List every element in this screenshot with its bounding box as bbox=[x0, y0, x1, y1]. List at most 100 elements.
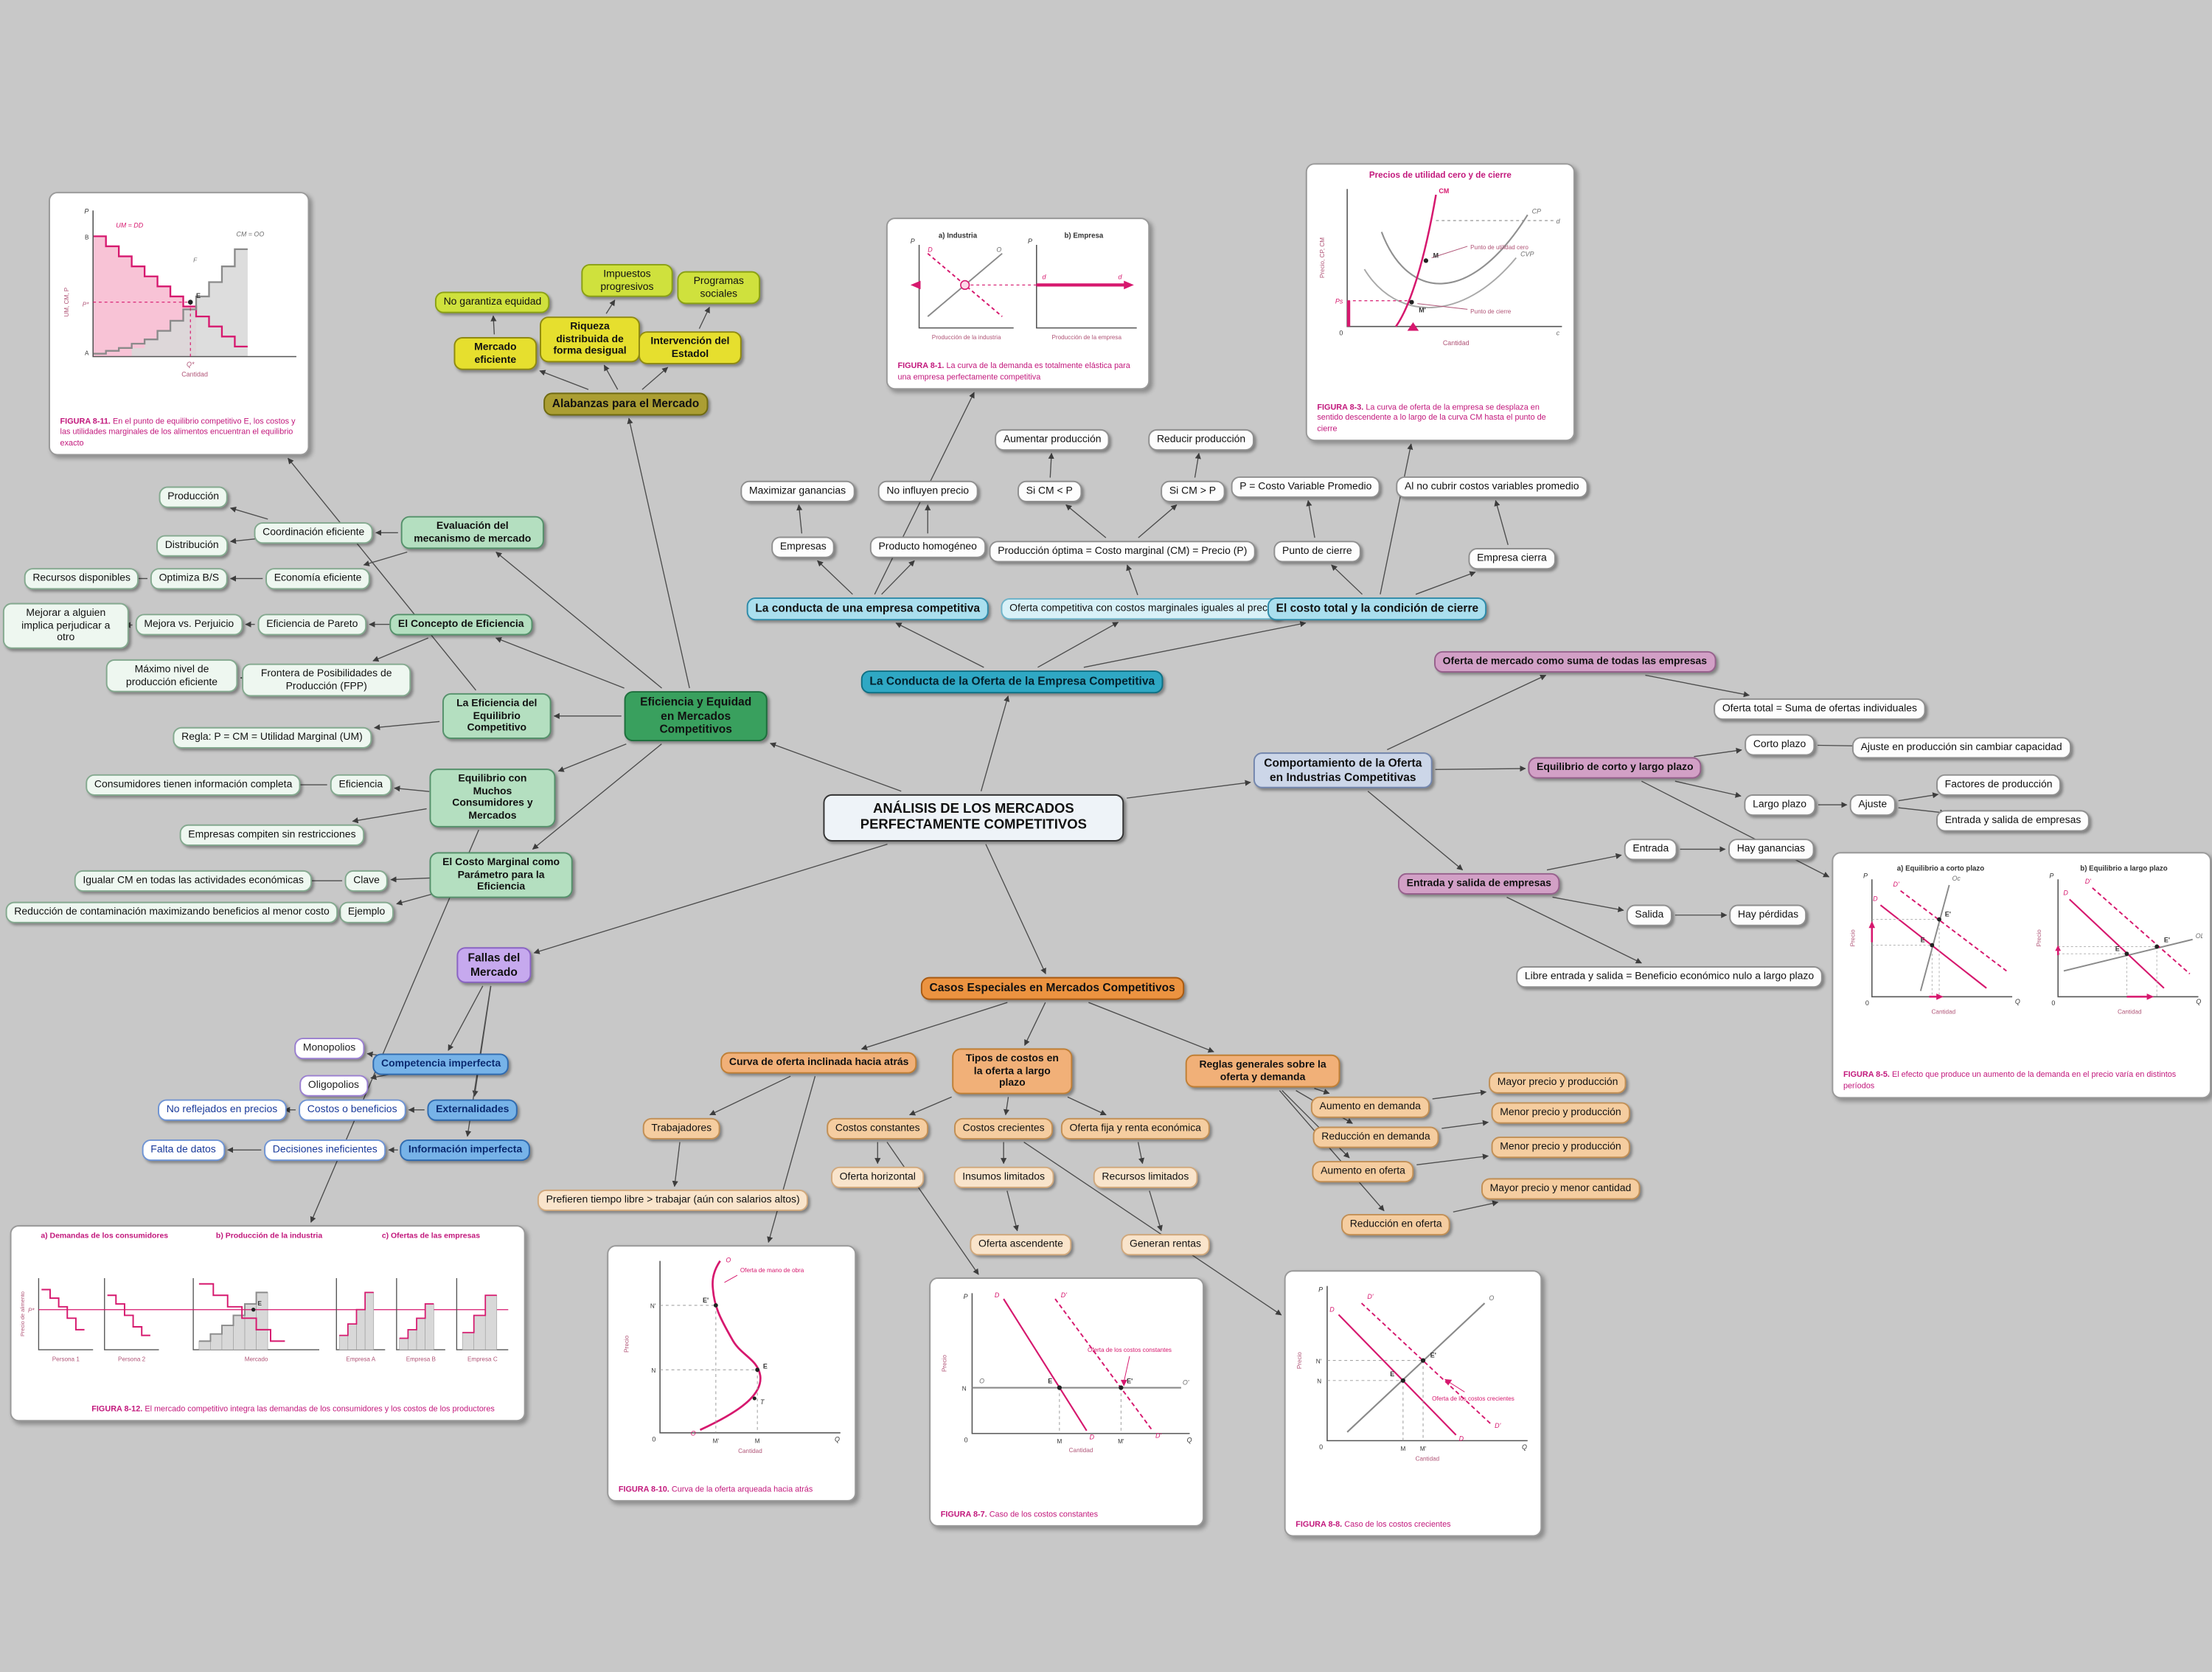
igualar-cm[interactable]: Igualar CM en todas las actividades econ… bbox=[74, 870, 313, 892]
eficiencia-equilibrio[interactable]: La Eficiencia del Equilibrio Competitivo bbox=[442, 693, 552, 739]
libre-entrada-salida[interactable]: Libre entrada y salida = Beneficio econó… bbox=[1516, 966, 1823, 988]
frontera-fpp[interactable]: Frontera de Posibilidades de Producción … bbox=[242, 663, 411, 697]
externalidades[interactable]: Externalidades bbox=[427, 1099, 518, 1121]
mejorar-a-alguien[interactable]: Mejorar a alguien implica perjudicar a o… bbox=[2, 603, 129, 649]
fallas-mercado[interactable]: Fallas del Mercado bbox=[456, 947, 532, 984]
oferta-fija-renta[interactable]: Oferta fija y renta económica bbox=[1060, 1117, 1210, 1139]
costos-constantes[interactable]: Costos constantes bbox=[827, 1117, 929, 1139]
riqueza-desigual[interactable]: Riqueza distribuida de forma desigual bbox=[540, 316, 640, 363]
producto-homogeneo[interactable]: Producto homogéneo bbox=[869, 536, 986, 558]
salida[interactable]: Salida bbox=[1626, 904, 1672, 926]
reduccion-oferta[interactable]: Reducción en oferta bbox=[1341, 1213, 1451, 1235]
coordinacion-eficiente[interactable]: Coordinación eficiente bbox=[254, 522, 373, 544]
economia-eficiente[interactable]: Economía eficiente bbox=[265, 568, 371, 589]
mayor-precio-produccion[interactable]: Mayor precio y producción bbox=[1489, 1072, 1627, 1094]
programas-sociales[interactable]: Programas sociales bbox=[677, 271, 761, 305]
recursos-limitados[interactable]: Recursos limitados bbox=[1093, 1166, 1197, 1188]
eficiencia-equidad[interactable]: Eficiencia y Equidad en Mercados Competi… bbox=[624, 691, 768, 741]
costo-total-cierre[interactable]: El costo total y la condición de cierre bbox=[1267, 597, 1487, 620]
ajuste[interactable]: Ajuste bbox=[1849, 794, 1896, 816]
produccion[interactable]: Producción bbox=[159, 486, 228, 507]
mayor-precio-menor-cantidad[interactable]: Mayor precio y menor cantidad bbox=[1481, 1178, 1640, 1199]
ejemplo[interactable]: Ejemplo bbox=[339, 901, 394, 923]
maximo-produccion[interactable]: Máximo nivel de producción eficiente bbox=[105, 659, 238, 693]
menor-precio-produccion[interactable]: Menor precio y producción bbox=[1491, 1102, 1630, 1123]
equilibrio-muchos[interactable]: Equilibrio con Muchos Consumidores y Mer… bbox=[429, 769, 556, 827]
clave[interactable]: Clave bbox=[344, 870, 389, 892]
tipos-costos-largo-plazo[interactable]: Tipos de costos en la oferta a largo pla… bbox=[952, 1048, 1073, 1095]
intervencion-estado[interactable]: Intervención del Estadol bbox=[638, 331, 742, 365]
competencia-imperfecta[interactable]: Competencia imperfecta bbox=[372, 1053, 509, 1075]
optimiza-bs[interactable]: Optimiza B/S bbox=[150, 568, 228, 589]
insumos-limitados[interactable]: Insumos limitados bbox=[953, 1166, 1054, 1188]
reglas-generales[interactable]: Reglas generales sobre la oferta y deman… bbox=[1185, 1054, 1340, 1088]
no-influyen-precio[interactable]: No influyen precio bbox=[877, 480, 978, 502]
oferta-competitiva-cm[interactable]: Oferta competitiva con costos marginales… bbox=[1001, 598, 1284, 620]
empresa-cierra[interactable]: Empresa cierra bbox=[1468, 548, 1556, 569]
corto-plazo[interactable]: Corto plazo bbox=[1745, 734, 1815, 755]
regla-p-cm-um[interactable]: Regla: P = CM = Utilidad Marginal (UM) bbox=[173, 726, 372, 749]
si-cm-mayor-p[interactable]: Si CM > P bbox=[1161, 480, 1225, 502]
concepto-eficiencia[interactable]: El Concepto de Eficiencia bbox=[389, 614, 533, 635]
oferta-ascendente[interactable]: Oferta ascendente bbox=[970, 1234, 1072, 1255]
punto-de-cierre[interactable]: Punto de cierre bbox=[1273, 541, 1361, 562]
prefieren-tiempo-libre[interactable]: Prefieren tiempo libre > trabajar (aún c… bbox=[537, 1189, 809, 1211]
conducta-empresa-competitiva[interactable]: La conducta de una empresa competitiva bbox=[746, 597, 989, 620]
alabanzas-mercado[interactable]: Alabanzas para el Mercado bbox=[543, 392, 708, 415]
generan-rentas[interactable]: Generan rentas bbox=[1121, 1234, 1210, 1255]
f812-panel-c-title: c) Ofertas de las empresas bbox=[381, 1232, 481, 1241]
eficiencia-leaf[interactable]: Eficiencia bbox=[330, 774, 392, 796]
ajuste-sin-capacidad[interactable]: Ajuste en producción sin cambiar capacid… bbox=[1851, 737, 2071, 758]
p-costo-variable-promedio[interactable]: P = Costo Variable Promedio bbox=[1231, 476, 1381, 498]
analisis-title[interactable]: ANÁLISIS DE LOS MERCADOS PERFECTAMENTE C… bbox=[823, 794, 1124, 842]
produccion-optima[interactable]: Producción óptima = Costo marginal (CM) … bbox=[989, 541, 1256, 562]
factores-produccion[interactable]: Factores de producción bbox=[1936, 774, 2062, 796]
mercado-eficiente[interactable]: Mercado eficiente bbox=[453, 336, 538, 371]
trabajadores[interactable]: Trabajadores bbox=[642, 1117, 720, 1139]
reduccion-contaminacion[interactable]: Reducción de contaminación maximizando b… bbox=[5, 901, 338, 923]
reduccion-demanda[interactable]: Reducción en demanda bbox=[1312, 1126, 1439, 1148]
aumentar-produccion[interactable]: Aumentar producción bbox=[995, 429, 1110, 451]
falta-de-datos[interactable]: Falta de datos bbox=[142, 1139, 225, 1161]
menor-precio-produccion-2[interactable]: Menor precio y producción bbox=[1491, 1137, 1630, 1158]
reducir-produccion[interactable]: Reducir producción bbox=[1148, 429, 1254, 451]
no-reflejados-precios[interactable]: No reflejados en precios bbox=[158, 1099, 286, 1121]
costos-o-beneficios[interactable]: Costos o beneficios bbox=[299, 1099, 406, 1121]
impuestos-progresivos[interactable]: Impuestos progresivos bbox=[581, 263, 673, 298]
oferta-horizontal[interactable]: Oferta horizontal bbox=[831, 1166, 925, 1188]
si-cm-menor-p[interactable]: Si CM < P bbox=[1018, 480, 1082, 502]
recursos-disponibles[interactable]: Recursos disponibles bbox=[24, 568, 139, 589]
entrada-salida-leaf[interactable]: Entrada y salida de empresas bbox=[1936, 810, 2090, 831]
consumidores-informacion[interactable]: Consumidores tienen información completa bbox=[86, 774, 301, 796]
al-no-cubrir-costos[interactable]: Al no cubrir costos variables promedio bbox=[1396, 476, 1588, 498]
informacion-imperfecta[interactable]: Información imperfecta bbox=[400, 1139, 531, 1161]
largo-plazo[interactable]: Largo plazo bbox=[1744, 794, 1815, 816]
oferta-total-suma[interactable]: Oferta total = Suma de ofertas individua… bbox=[1714, 698, 1926, 720]
aumento-oferta[interactable]: Aumento en oferta bbox=[1312, 1161, 1414, 1182]
comportamiento-oferta[interactable]: Comportamiento de la Oferta en Industria… bbox=[1253, 752, 1433, 789]
casos-especiales[interactable]: Casos Especiales en Mercados Competitivo… bbox=[920, 977, 1184, 999]
eficiencia-pareto[interactable]: Eficiencia de Pareto bbox=[257, 614, 367, 635]
costos-crecientes[interactable]: Costos crecientes bbox=[954, 1117, 1054, 1139]
curva-oferta-inclinada[interactable]: Curva de oferta inclinada hacia atrás bbox=[720, 1052, 918, 1073]
monopolios[interactable]: Monopolios bbox=[294, 1038, 364, 1059]
mejora-vs-perjuicio[interactable]: Mejora vs. Perjuicio bbox=[135, 614, 243, 635]
entrada-salida-empresas[interactable]: Entrada y salida de empresas bbox=[1397, 873, 1560, 895]
entrada[interactable]: Entrada bbox=[1624, 839, 1677, 860]
maximizar-ganancias[interactable]: Maximizar ganancias bbox=[740, 480, 855, 502]
costo-marginal-parametro[interactable]: El Costo Marginal como Parámetro para la… bbox=[429, 852, 573, 898]
decisiones-ineficientes[interactable]: Decisiones ineficientes bbox=[264, 1139, 386, 1161]
distribucion[interactable]: Distribución bbox=[156, 535, 228, 557]
conducta-oferta-empresa[interactable]: La Conducta de la Oferta de la Empresa C… bbox=[860, 670, 1164, 693]
no-garantiza-equidad[interactable]: No garantiza equidad bbox=[434, 291, 550, 313]
empresas-sin-restricciones[interactable]: Empresas compiten sin restricciones bbox=[179, 824, 365, 846]
evaluacion-mecanismo[interactable]: Evaluación del mecanismo de mercado bbox=[400, 516, 544, 549]
oferta-mercado-suma[interactable]: Oferta de mercado como suma de todas las… bbox=[1434, 651, 1716, 673]
oligopolios[interactable]: Oligopolios bbox=[299, 1075, 368, 1097]
equilibrio-corto-largo[interactable]: Equilibrio de corto y largo plazo bbox=[1528, 757, 1703, 778]
f810-ylabel: Precio bbox=[623, 1335, 630, 1353]
hay-ganancias[interactable]: Hay ganancias bbox=[1728, 839, 1814, 860]
hay-perdidas[interactable]: Hay pérdidas bbox=[1729, 904, 1807, 926]
empresas[interactable]: Empresas bbox=[771, 536, 835, 558]
aumento-demanda[interactable]: Aumento en demanda bbox=[1310, 1096, 1430, 1118]
